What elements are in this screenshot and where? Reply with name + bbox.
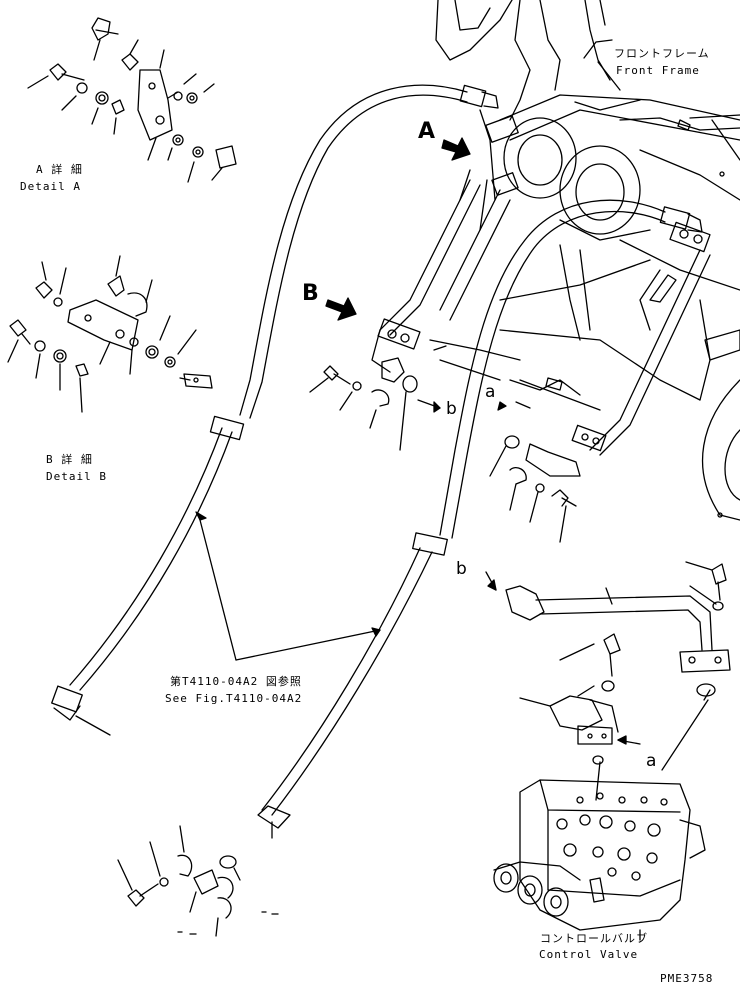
joint-b-callout-right: b bbox=[446, 399, 457, 419]
control-valve-label-jp: コントロールバルブ bbox=[540, 932, 648, 945]
detail-b-title-jp: B 詳 細 bbox=[46, 453, 93, 466]
front-frame-label-jp: フロントフレーム bbox=[614, 47, 710, 60]
right-hose bbox=[258, 200, 702, 838]
bottom-hardware bbox=[118, 826, 278, 936]
b-joint-hardware bbox=[310, 330, 446, 450]
detail-b-parts bbox=[8, 256, 212, 412]
left-hose bbox=[52, 85, 498, 735]
reference-note-jp: 第T4110-04A2 図参照 bbox=[170, 675, 302, 688]
reference-note-en: See Fig.T4110-04A2 bbox=[165, 692, 303, 705]
joint-a-callout-bottom: a bbox=[646, 751, 657, 771]
control-valve bbox=[494, 700, 708, 940]
detail-a-parts bbox=[28, 18, 236, 182]
joint-a-callout-top: a bbox=[485, 382, 496, 402]
view-a-callout: A bbox=[418, 119, 436, 144]
frame-pipes bbox=[380, 110, 710, 455]
control-valve-label-en: Control Valve bbox=[539, 948, 639, 961]
view-b-callout: B bbox=[302, 281, 319, 306]
a-joint-hardware bbox=[490, 436, 580, 542]
view-arrows bbox=[326, 138, 470, 320]
frame-clamps bbox=[378, 116, 710, 451]
detail-b-title-en: Detail B bbox=[46, 470, 107, 483]
leader-lines bbox=[196, 40, 640, 744]
drawing-code: PME3758 bbox=[660, 972, 714, 985]
rigid-pipe bbox=[506, 562, 730, 700]
joint-b-callout-left: b bbox=[456, 559, 467, 579]
valve-fitting bbox=[520, 634, 620, 744]
detail-a-title-jp: A 詳 細 bbox=[36, 163, 83, 176]
detail-a-title-en: Detail A bbox=[20, 180, 81, 193]
front-frame bbox=[430, 0, 740, 520]
front-frame-label-en: Front Frame bbox=[616, 64, 700, 77]
